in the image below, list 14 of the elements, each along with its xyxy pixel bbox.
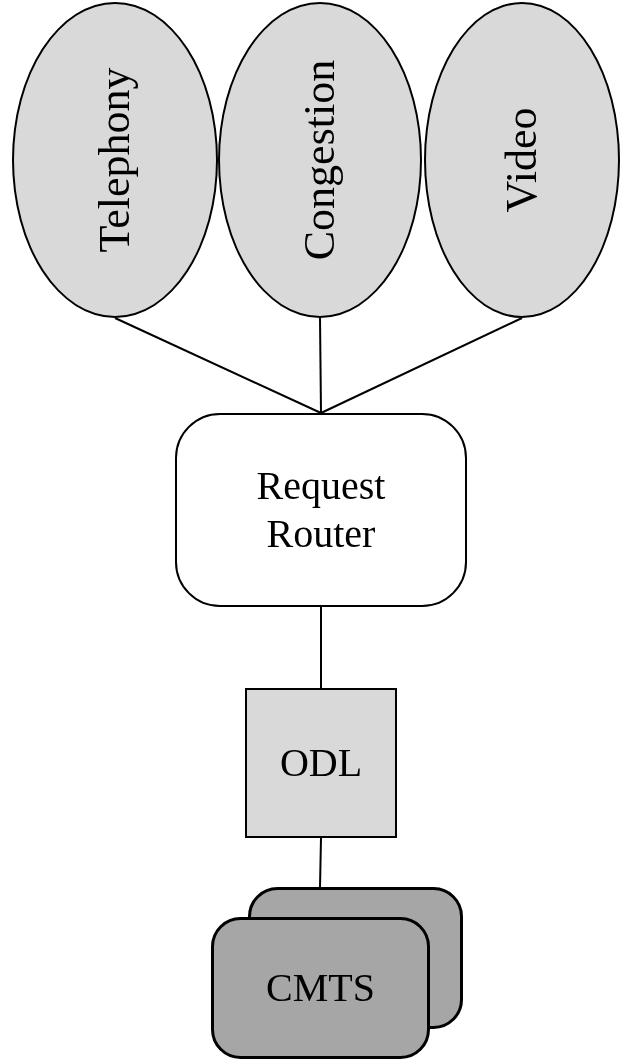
connector-line bbox=[319, 317, 322, 414]
connector-line bbox=[319, 837, 322, 888]
connector-line bbox=[320, 606, 322, 689]
connector-line bbox=[320, 317, 523, 414]
router-box bbox=[175, 413, 467, 607]
connector-line bbox=[114, 317, 322, 414]
node-label: Request Router bbox=[255, 462, 387, 558]
node-label: Telephony bbox=[93, 67, 137, 253]
node-label: ODL bbox=[279, 739, 363, 787]
stacked-device-cards bbox=[211, 887, 464, 1060]
node-label: Video bbox=[500, 107, 544, 213]
node-label: CMTS bbox=[266, 964, 375, 1012]
controller-box bbox=[245, 688, 397, 838]
node-label: Congestion bbox=[298, 59, 342, 261]
